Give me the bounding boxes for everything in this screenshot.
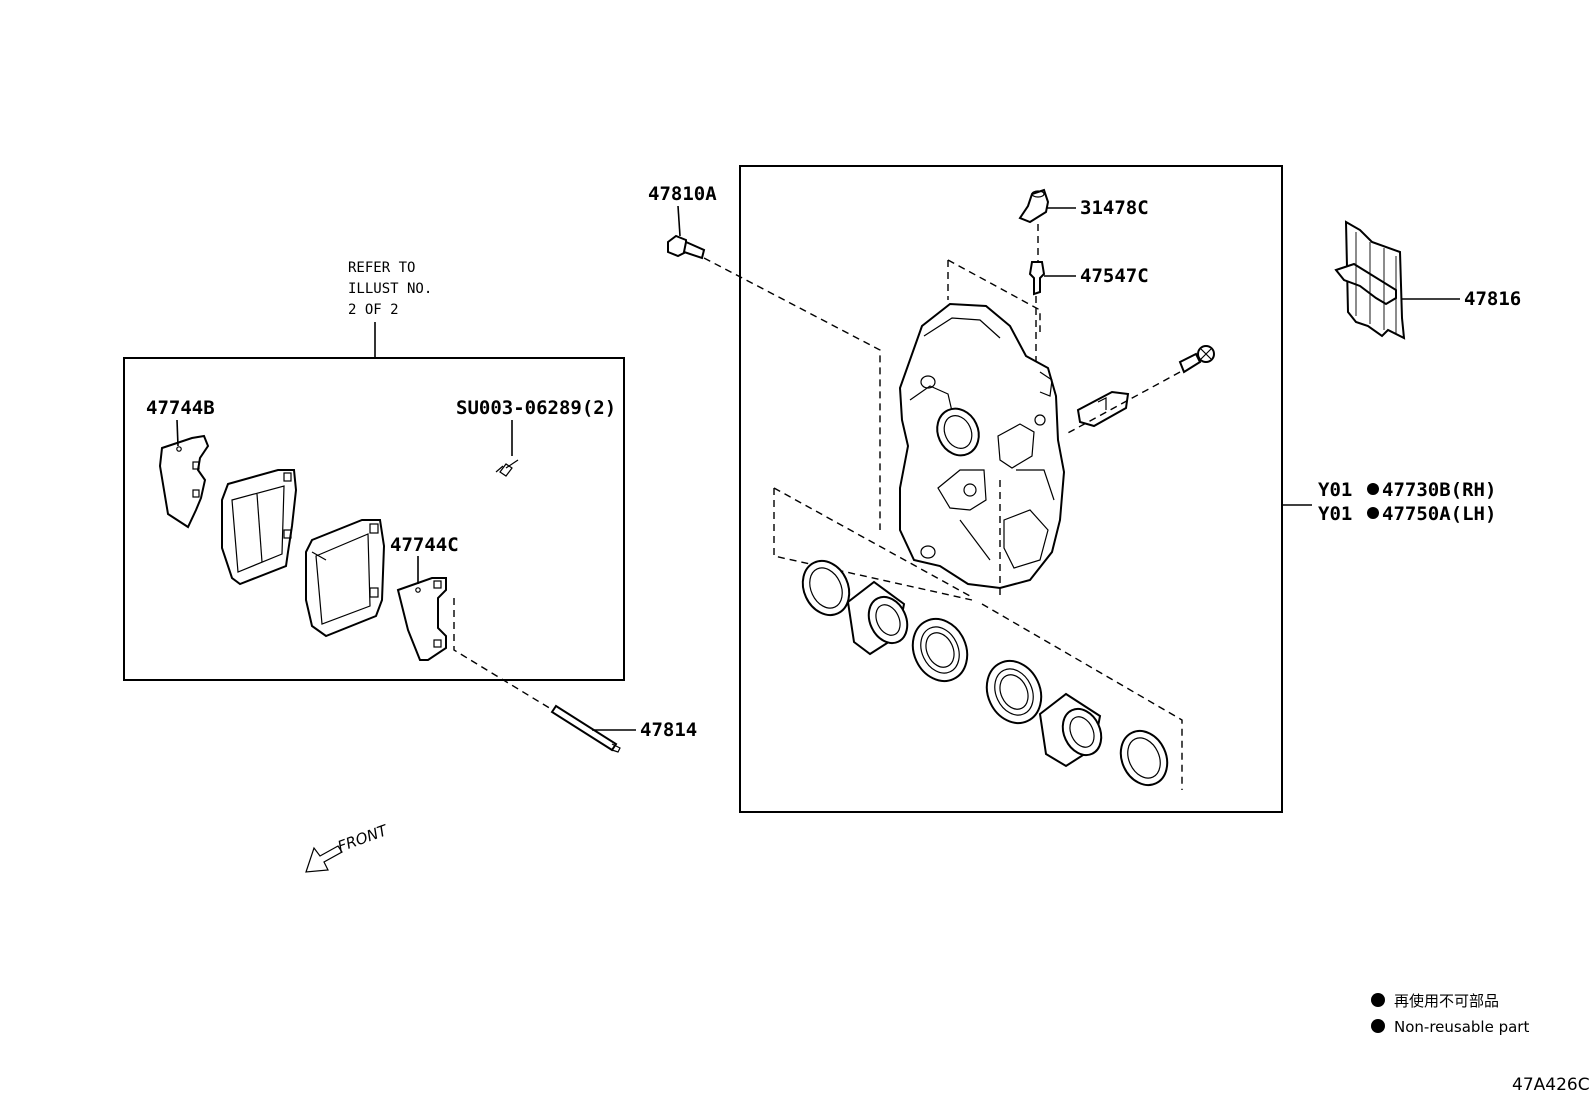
label-47744B: 47744B — [146, 397, 215, 419]
caliper-bolt — [667, 234, 706, 260]
label-47730B-rh: 47730B(RH) — [1382, 479, 1496, 501]
legend-dot-jp — [1371, 993, 1385, 1007]
dust-boot-2 — [985, 659, 1043, 725]
legend-text-en: Non-reusable part — [1394, 1018, 1529, 1036]
dust-boot-1 — [911, 617, 969, 683]
refer-note-line-1: REFER TO — [348, 260, 415, 276]
caliper-plate — [1076, 390, 1130, 428]
label-47547C: 47547C — [1080, 265, 1149, 287]
label-SU003-06289: SU003-06289(2) — [456, 397, 616, 419]
label-47816: 47816 — [1464, 288, 1521, 310]
label-47810A: 47810A — [648, 183, 717, 205]
label-47744C: 47744C — [390, 534, 459, 556]
pad-support-pin — [550, 704, 621, 753]
pad-clip — [495, 459, 519, 477]
anti-squeal-shim-right — [396, 577, 447, 661]
illustration-code: 47A426C — [1512, 1075, 1590, 1095]
label-47750A-lh: 47750A(LH) — [1382, 503, 1496, 525]
label-y01-rh: Y01 — [1318, 479, 1352, 501]
refer-note-line-2: ILLUST NO. — [348, 281, 432, 297]
refer-note-line-3: 2 OF 2 — [348, 302, 399, 318]
brake-pad-outer — [221, 469, 298, 586]
piston-seal-2 — [1119, 729, 1169, 787]
bleeder-cap — [1018, 188, 1050, 224]
piston-seal-1 — [801, 559, 851, 617]
anti-squeal-shim-left — [158, 434, 210, 529]
caliper-assembly-box — [739, 165, 1283, 813]
non-reusable-mark-lh — [1367, 507, 1379, 519]
front-arrow-icon — [305, 845, 343, 873]
bleeder-plug — [1028, 261, 1046, 296]
plate-screw — [1178, 345, 1215, 374]
pad-kit-box — [123, 357, 625, 681]
front-label: FRONT — [335, 821, 391, 856]
label-y01-lh: Y01 — [1318, 503, 1352, 525]
brake-caliper-body — [898, 302, 1066, 590]
piston-1 — [846, 580, 909, 656]
label-31478C: 31478C — [1080, 197, 1149, 219]
piston-2 — [1038, 692, 1103, 768]
label-47814: 47814 — [640, 719, 697, 741]
legend-text-jp: 再使用不可部品 — [1394, 992, 1499, 1010]
legend-dot-en — [1371, 1019, 1385, 1033]
caliper-shim-kit — [1334, 220, 1406, 340]
non-reusable-mark-rh — [1367, 483, 1379, 495]
brake-pad-inner — [305, 519, 386, 638]
